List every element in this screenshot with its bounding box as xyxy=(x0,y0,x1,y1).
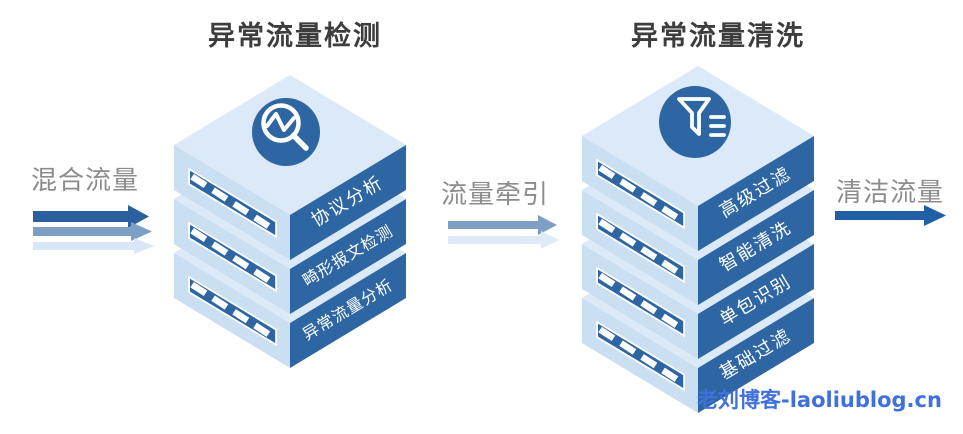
magnifier-icon xyxy=(252,98,320,166)
detection-stack xyxy=(174,75,406,368)
arrow-dark xyxy=(33,205,149,228)
arrow-light xyxy=(448,231,559,249)
arrow-medium xyxy=(448,215,557,235)
traffic-diversion-arrows xyxy=(448,215,559,249)
watermark: 老刘博客-laoliublog.cn xyxy=(697,388,942,412)
clean-traffic-arrows xyxy=(835,205,946,226)
arrow-light xyxy=(33,238,154,254)
vent-dashes xyxy=(598,218,683,277)
cleaning-title: 异常流量清洗 xyxy=(631,21,805,52)
clean-traffic-label: 清洁流量 xyxy=(836,178,945,208)
vent-dashes xyxy=(190,281,275,340)
layer-right-face xyxy=(698,136,814,251)
detection-title: 异常流量检测 xyxy=(208,21,382,52)
layer-right-face xyxy=(290,199,406,314)
traffic-diversion-label: 流量牵引 xyxy=(441,180,550,210)
mixed-traffic-label: 混合流量 xyxy=(31,166,140,196)
layer-right-face xyxy=(698,244,814,359)
vent-dashes xyxy=(598,326,683,385)
mixed-traffic-arrows xyxy=(33,205,154,254)
vent-dashes xyxy=(598,164,683,223)
layer-right-face xyxy=(290,253,406,368)
funnel-icon xyxy=(659,86,731,158)
layer-right-face xyxy=(290,145,406,260)
layer-right-face xyxy=(698,298,814,413)
vent-dashes xyxy=(598,272,683,331)
layer-right-face xyxy=(698,190,814,305)
vent-dashes xyxy=(190,227,275,286)
arrow-dark xyxy=(835,205,946,226)
vent-dashes xyxy=(190,173,275,232)
arrow-medium xyxy=(33,222,152,241)
cleaning-stack xyxy=(582,66,814,413)
